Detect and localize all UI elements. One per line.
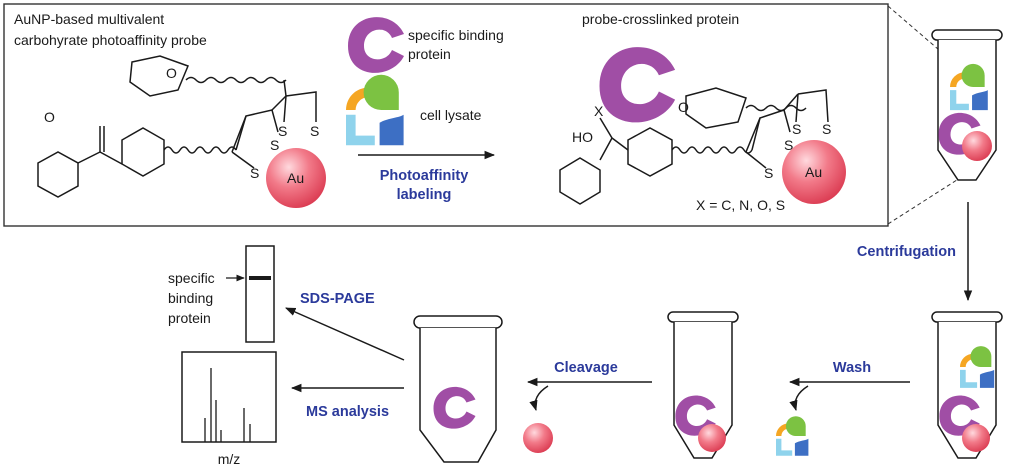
- crosslinked-gold-label: Au: [805, 164, 822, 180]
- ms-spectrum-frame: [181, 351, 277, 443]
- lysate-proteins-icon: [346, 74, 404, 146]
- ms-analysis-step: MS analysis: [306, 404, 389, 420]
- crosslink-x-atom: X: [594, 103, 604, 119]
- binding-protein-icon: [348, 17, 404, 73]
- sds-page-arrow: [285, 307, 405, 361]
- crosslinked-oxygen-atom: O: [678, 99, 689, 115]
- gel-lane: [245, 245, 275, 343]
- carbonyl-oxygen: O: [44, 109, 55, 125]
- sds-page-step: SDS-PAGE: [300, 291, 375, 307]
- crosslinked-sulfur-2: S: [764, 165, 773, 181]
- x-definition: X = C, N, O, S: [696, 197, 785, 213]
- crosslinked-label: probe-crosslinked protein: [582, 11, 739, 27]
- crosslinked-molecule: [559, 87, 829, 205]
- protein-band: [249, 276, 271, 280]
- gold-nanoparticle: [266, 148, 326, 208]
- probe-label-line2: carbohyrate photoaffinity probe: [14, 32, 207, 48]
- photoaffinity-step-line2: labeling: [397, 187, 452, 203]
- sulfur-atom-1: S: [270, 137, 279, 153]
- cleaved-particle-arrow: [529, 385, 549, 412]
- binding-label-line1: specific binding: [408, 27, 504, 43]
- sulfur-atom-3: S: [278, 123, 287, 139]
- ms-axis-label: m/z: [218, 451, 241, 467]
- gel-label-line1: specific: [168, 270, 215, 286]
- hydroxyl-label: HO: [572, 129, 593, 145]
- probe-label-line1: AuNP-based multivalent: [14, 11, 164, 27]
- probe-panel: [3, 3, 889, 227]
- lysate-label: cell lysate: [420, 107, 482, 123]
- crosslinked-sulfur-3: S: [792, 121, 801, 137]
- probe-molecule: [37, 55, 317, 198]
- gold-label: Au: [287, 170, 304, 186]
- gel-label-line2: binding: [168, 290, 213, 306]
- wash-waste-arrow: [789, 385, 809, 412]
- sulfur-atom-4: S: [310, 123, 319, 139]
- callout-line-bottom: [887, 177, 961, 225]
- crosslinked-protein-icon: [599, 47, 676, 123]
- tube-centrifuged: [931, 311, 1003, 459]
- gel-label-line3: protein: [168, 310, 211, 326]
- cleavage-step: Cleavage: [554, 360, 618, 376]
- crosslinked-sulfur-4: S: [822, 121, 831, 137]
- binding-label-line2: protein: [408, 46, 451, 62]
- photoaffinity-step-line1: Photoaffinity: [380, 168, 469, 184]
- ms-peaks: [204, 368, 251, 442]
- centrifugation-step: Centrifugation: [857, 244, 956, 260]
- oxygen-ring-atom: O: [166, 65, 177, 81]
- wash-step: Wash: [833, 360, 871, 376]
- crosslinked-sulfur-1: S: [784, 137, 793, 153]
- washed-proteins-icon: [776, 416, 809, 456]
- tube-eluate: [413, 315, 503, 463]
- sulfur-atom-2: S: [250, 165, 259, 181]
- crosslinked-gold-nanoparticle: [782, 140, 846, 204]
- released-gold-nanoparticle: [523, 423, 553, 453]
- tube-lysate-mix: [931, 29, 1003, 181]
- tube-washed: [667, 311, 739, 459]
